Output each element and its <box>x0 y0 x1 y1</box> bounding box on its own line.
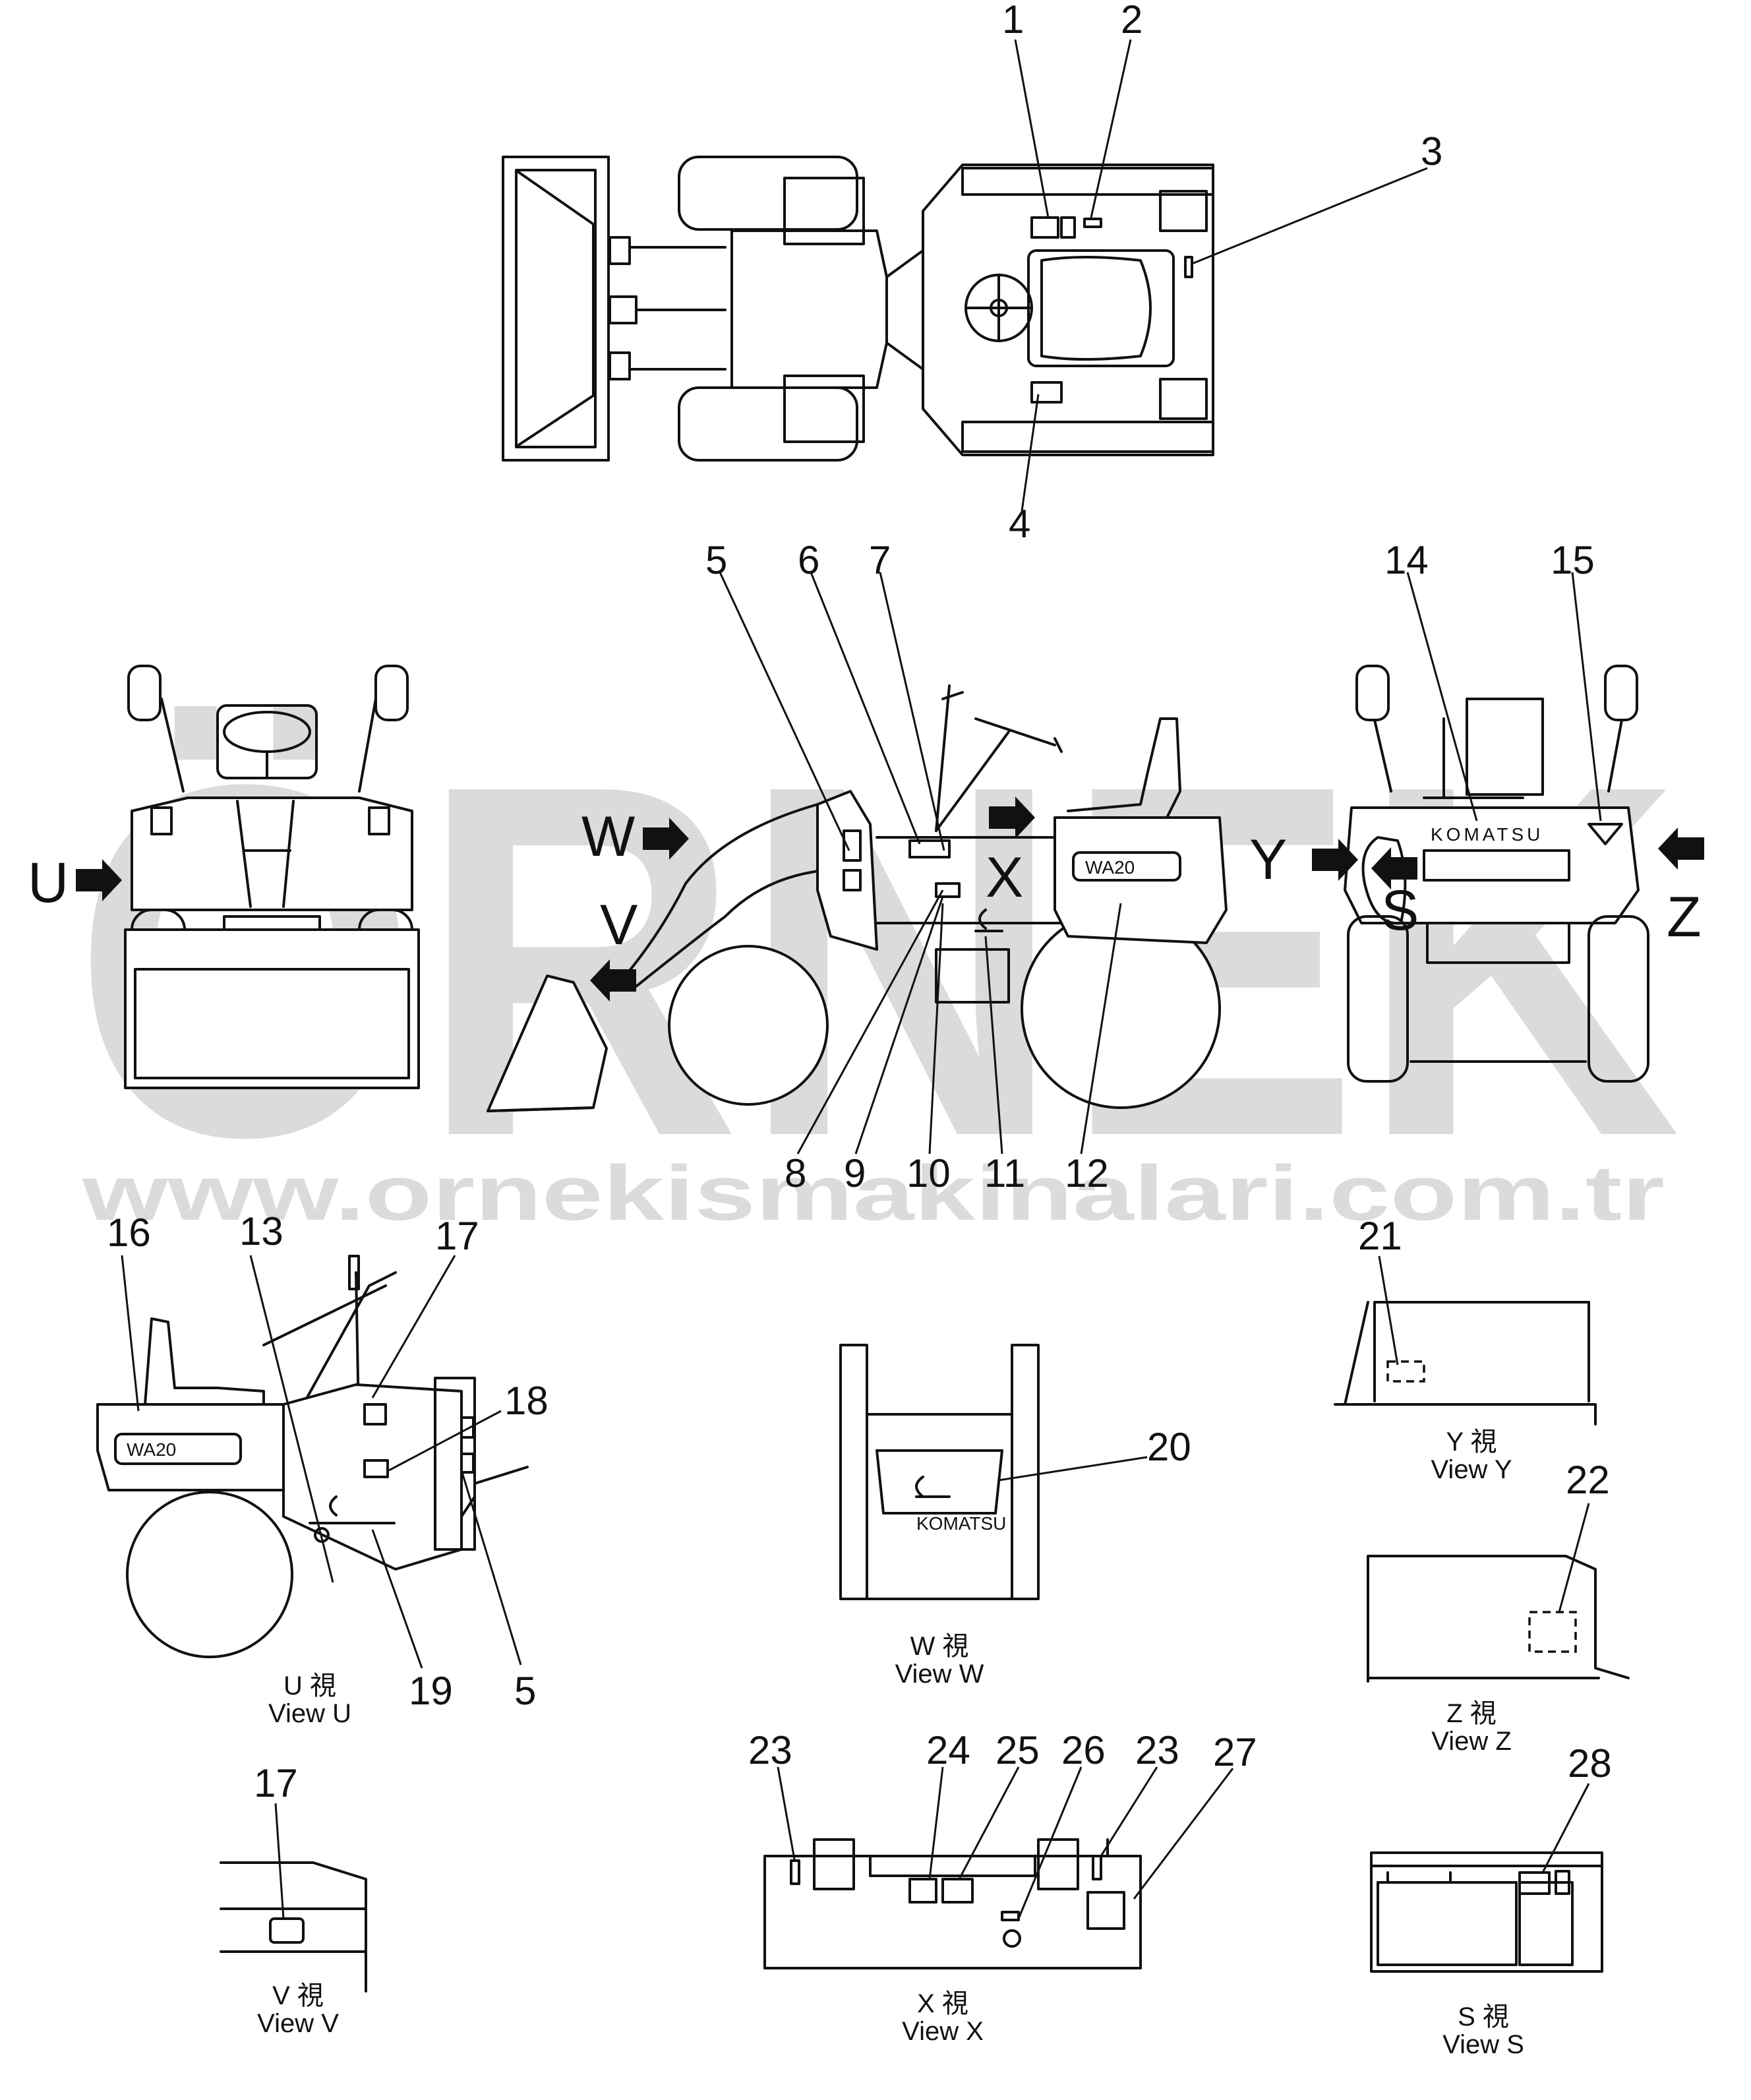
callout-8: 8 <box>785 1151 806 1195</box>
watermark-url: www.ornekismakinalari.com.tr <box>82 1150 1665 1237</box>
arrow-z-icon <box>1658 827 1704 870</box>
callout-18: 18 <box>504 1379 549 1423</box>
callout-24: 24 <box>926 1728 970 1772</box>
view-y-jp: Y 視 <box>1446 1427 1497 1456</box>
view-x-drawing <box>763 1766 1234 1969</box>
direction-letter-y: Y <box>1249 828 1287 891</box>
callout-6: 6 <box>798 538 819 582</box>
view-z-jp: Z 視 <box>1446 1699 1497 1728</box>
arrow-w-icon <box>643 818 689 860</box>
callout-5-view-u: 5 <box>514 1669 536 1713</box>
view-x-caption: View X <box>902 2017 984 2046</box>
view-w-jp: W 視 <box>910 1632 969 1661</box>
view-y-caption: View Y <box>1431 1455 1512 1484</box>
callout-25: 25 <box>995 1728 1040 1772</box>
callout-5: 5 <box>705 538 727 582</box>
callout-3: 3 <box>1421 129 1442 173</box>
view-u-model-decal: WA20 <box>127 1439 176 1460</box>
callout-21: 21 <box>1358 1214 1402 1258</box>
view-u-jp: U 視 <box>283 1671 336 1700</box>
direction-letter-w: W <box>581 805 635 868</box>
view-s-jp: S 視 <box>1458 2002 1509 2031</box>
rear-brand-decal: KOMATSU <box>1431 824 1543 845</box>
callout-19: 19 <box>409 1669 453 1713</box>
callout-10: 10 <box>906 1151 951 1195</box>
callout-9: 9 <box>844 1151 866 1195</box>
rear-view-drawing: KOMATSU <box>1344 572 1649 1083</box>
view-w-drawing: KOMATSU <box>839 1344 1148 1600</box>
view-w-caption: View W <box>895 1660 984 1689</box>
callout-16: 16 <box>107 1211 151 1255</box>
view-s-drawing <box>1370 1783 1603 1973</box>
view-u-caption: View U <box>268 1699 351 1728</box>
view-x-jp: X 視 <box>917 1989 968 2018</box>
direction-letter-x: X <box>986 846 1023 909</box>
view-captions: U 視 View U V 視 View V W 視 View W X 視 Vie… <box>257 1427 1524 2059</box>
direction-letter-s: S <box>1381 879 1419 942</box>
view-y-drawing <box>1334 1255 1597 1425</box>
callout-numbers: 1 2 3 4 5 6 7 14 15 8 9 10 11 12 16 13 1… <box>107 0 1612 1805</box>
top-view-drawing <box>502 39 1428 512</box>
callout-17-top: 17 <box>435 1214 479 1258</box>
callout-15: 15 <box>1551 538 1595 582</box>
view-z-caption: View Z <box>1431 1727 1512 1756</box>
view-v-jp: V 視 <box>272 1981 324 2010</box>
arrow-u-icon <box>76 859 122 901</box>
callout-22: 22 <box>1566 1458 1610 1502</box>
callout-20: 20 <box>1147 1425 1191 1469</box>
view-s-caption: View S <box>1442 2030 1524 2059</box>
view-v-drawing <box>220 1803 367 1993</box>
callout-4: 4 <box>1009 502 1030 546</box>
callout-11: 11 <box>984 1151 1025 1195</box>
side-hood-model-decal: WA20 <box>1085 857 1135 878</box>
view-w-brand-decal: KOMATSU <box>916 1513 1006 1534</box>
front-view-drawing <box>124 665 420 1089</box>
callout-26: 26 <box>1061 1728 1106 1772</box>
view-u-drawing: WA20 <box>96 1255 529 1669</box>
direction-letter-u: U <box>28 851 69 915</box>
callout-14: 14 <box>1384 538 1429 582</box>
callout-23-left: 23 <box>748 1728 792 1772</box>
callout-23-right: 23 <box>1135 1728 1179 1772</box>
callout-28: 28 <box>1568 1741 1612 1785</box>
arrow-s-icon <box>1371 847 1417 889</box>
callout-27: 27 <box>1213 1730 1257 1774</box>
callout-1: 1 <box>1002 0 1024 42</box>
callout-2: 2 <box>1121 0 1143 42</box>
arrow-v-icon <box>590 959 636 1002</box>
view-z-drawing <box>1367 1503 1630 1683</box>
callout-12: 12 <box>1065 1151 1109 1195</box>
callout-13: 13 <box>239 1209 283 1253</box>
direction-arrows <box>76 796 1704 1002</box>
view-v-caption: View V <box>257 2009 339 2038</box>
callout-7: 7 <box>869 538 891 582</box>
direction-letter-z: Z <box>1667 885 1702 949</box>
direction-letter-v: V <box>600 893 638 957</box>
callout-17-view-v: 17 <box>254 1761 298 1805</box>
arrow-y-icon <box>1312 839 1358 881</box>
arrow-x-icon <box>989 796 1035 839</box>
